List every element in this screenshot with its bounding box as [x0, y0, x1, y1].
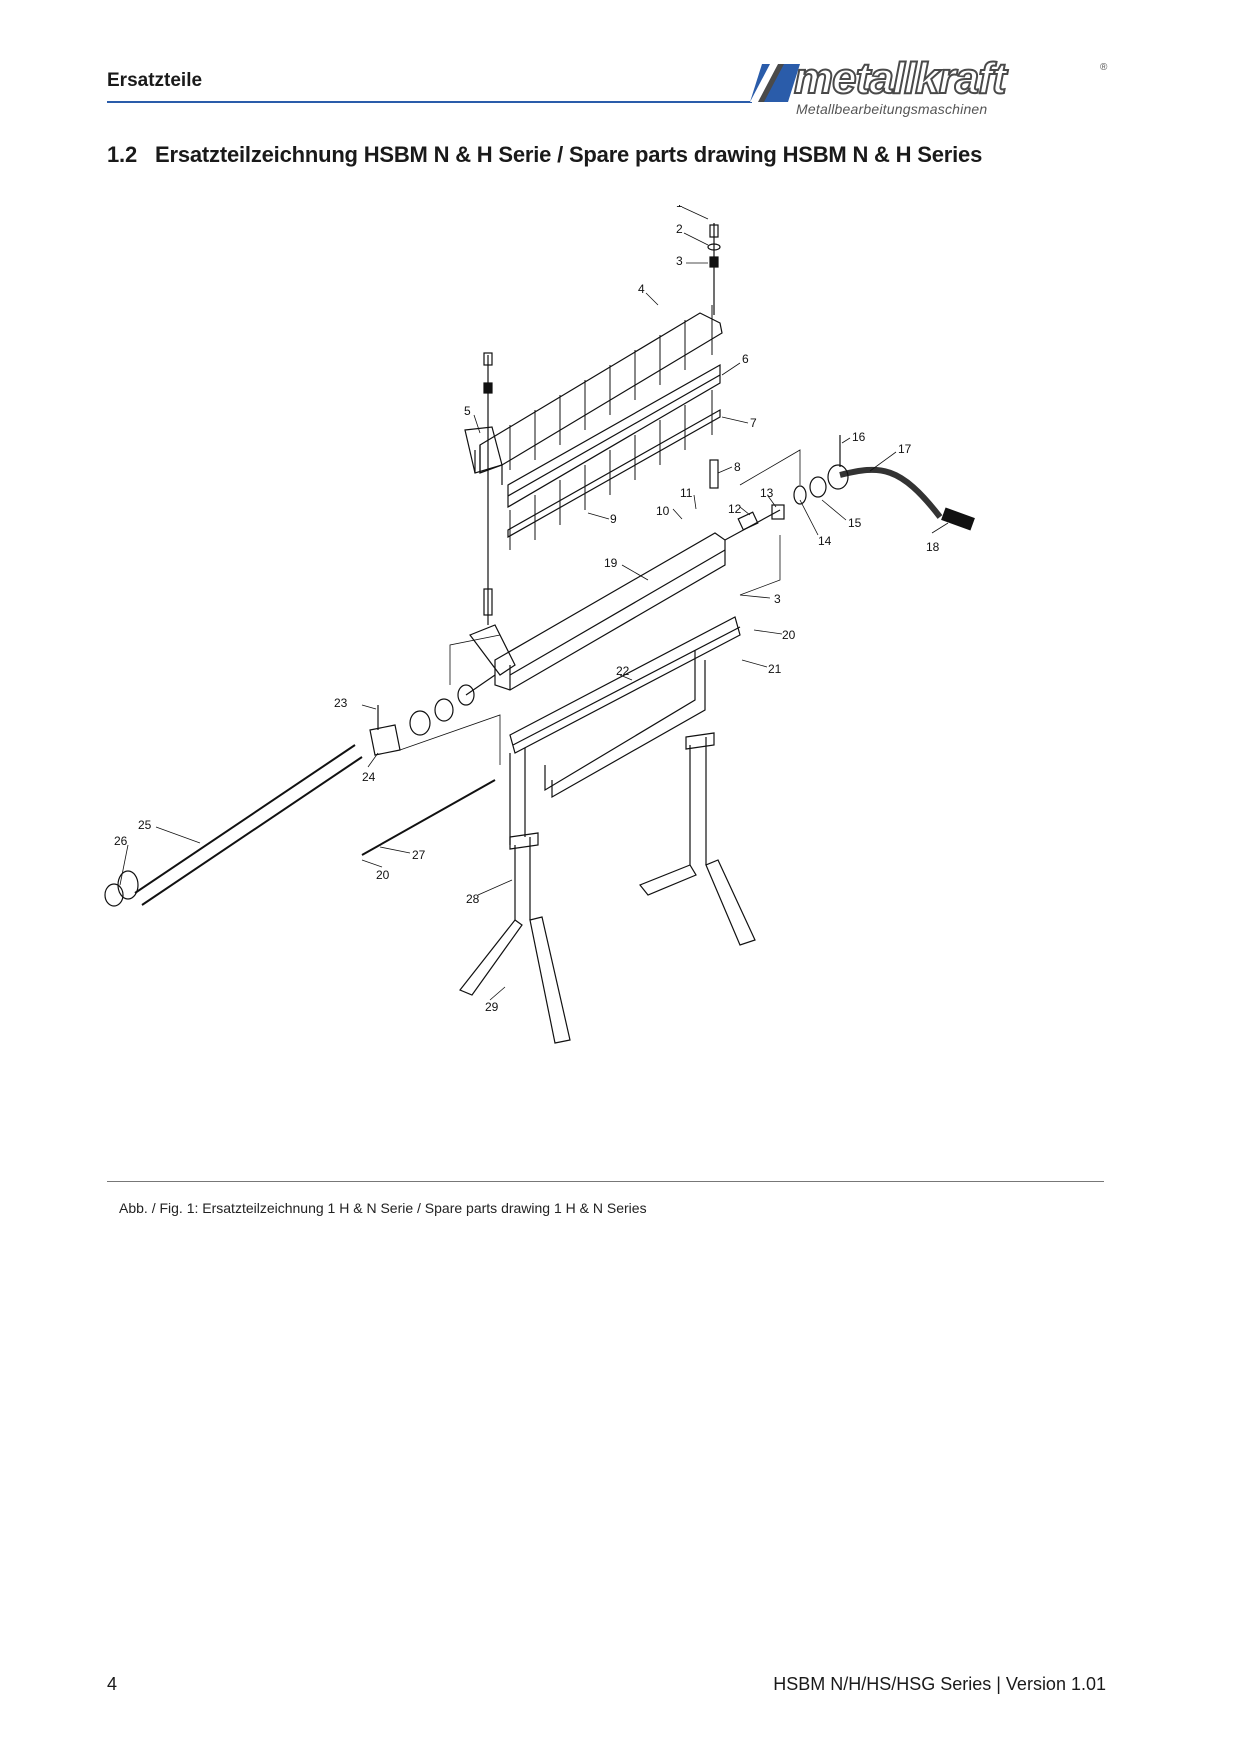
- part-label: 26: [114, 834, 128, 848]
- part-label: 14: [818, 534, 832, 548]
- page-number: 4: [107, 1674, 118, 1694]
- part-label: 21: [768, 662, 782, 676]
- part-label: 2: [676, 222, 683, 236]
- part-label: 7: [750, 416, 757, 430]
- part-label: 3: [774, 592, 781, 606]
- figure-caption: Abb. / Fig. 1: Ersatzteilzeichnung 1 H &…: [119, 1200, 647, 1216]
- brand-logo: metallkraft ® Metallbearbeitungsmaschine…: [748, 53, 1128, 118]
- part-label: 27: [412, 848, 426, 862]
- part-label: 28: [466, 892, 480, 906]
- header-title: Ersatzteile: [107, 70, 203, 91]
- part-label: 15: [848, 516, 862, 530]
- part-label: 16: [852, 430, 866, 444]
- part-labels: 1 2 3 4 5 6 7 8 9 10 11 12 13 14 15 16 1…: [114, 205, 940, 1014]
- part-label: 4: [638, 282, 645, 296]
- part-label: 11: [680, 486, 693, 500]
- part-label: 18: [926, 540, 940, 554]
- part-label: 1: [676, 205, 683, 210]
- part-label: 5: [464, 404, 471, 418]
- part-label: 20: [782, 628, 796, 642]
- part-label: 22: [616, 664, 630, 678]
- part-label: 17: [898, 442, 912, 456]
- spare-parts-drawing: 1 2 3 4 5 6 7 8 9 10 11 12 13 14 15 16 1…: [104, 205, 975, 1044]
- part-label: 25: [138, 818, 152, 832]
- header-rule: [107, 101, 752, 103]
- section-heading: 1.2 Ersatzteilzeichnung HSBM N & H Serie …: [107, 142, 982, 168]
- part-label: 10: [656, 504, 670, 518]
- part-label: 19: [604, 556, 618, 570]
- logo-wordmark: metallkraft: [793, 53, 1008, 104]
- part-label: 9: [610, 512, 617, 526]
- part-label: 24: [362, 770, 376, 784]
- section-number: 1.2: [107, 142, 137, 167]
- part-label: 23: [334, 696, 348, 710]
- logo-registered-mark: ®: [1100, 62, 1108, 73]
- part-label: 6: [742, 352, 749, 366]
- part-label: 12: [728, 502, 742, 516]
- section-title: Ersatzteilzeichnung HSBM N & H Serie / S…: [155, 142, 983, 167]
- footer-document-id: HSBM N/H/HS/HSG Series | Version 1.01: [773, 1674, 1106, 1694]
- figure-rule: [107, 1181, 1104, 1182]
- part-label: 13: [760, 486, 774, 500]
- part-label: 8: [734, 460, 741, 474]
- logo-subtitle: Metallbearbeitungsmaschinen: [796, 101, 988, 117]
- part-label: 29: [485, 1000, 499, 1014]
- part-label: 3: [676, 254, 683, 268]
- logo-mark-icon: [750, 64, 800, 102]
- part-label: 20: [376, 868, 390, 882]
